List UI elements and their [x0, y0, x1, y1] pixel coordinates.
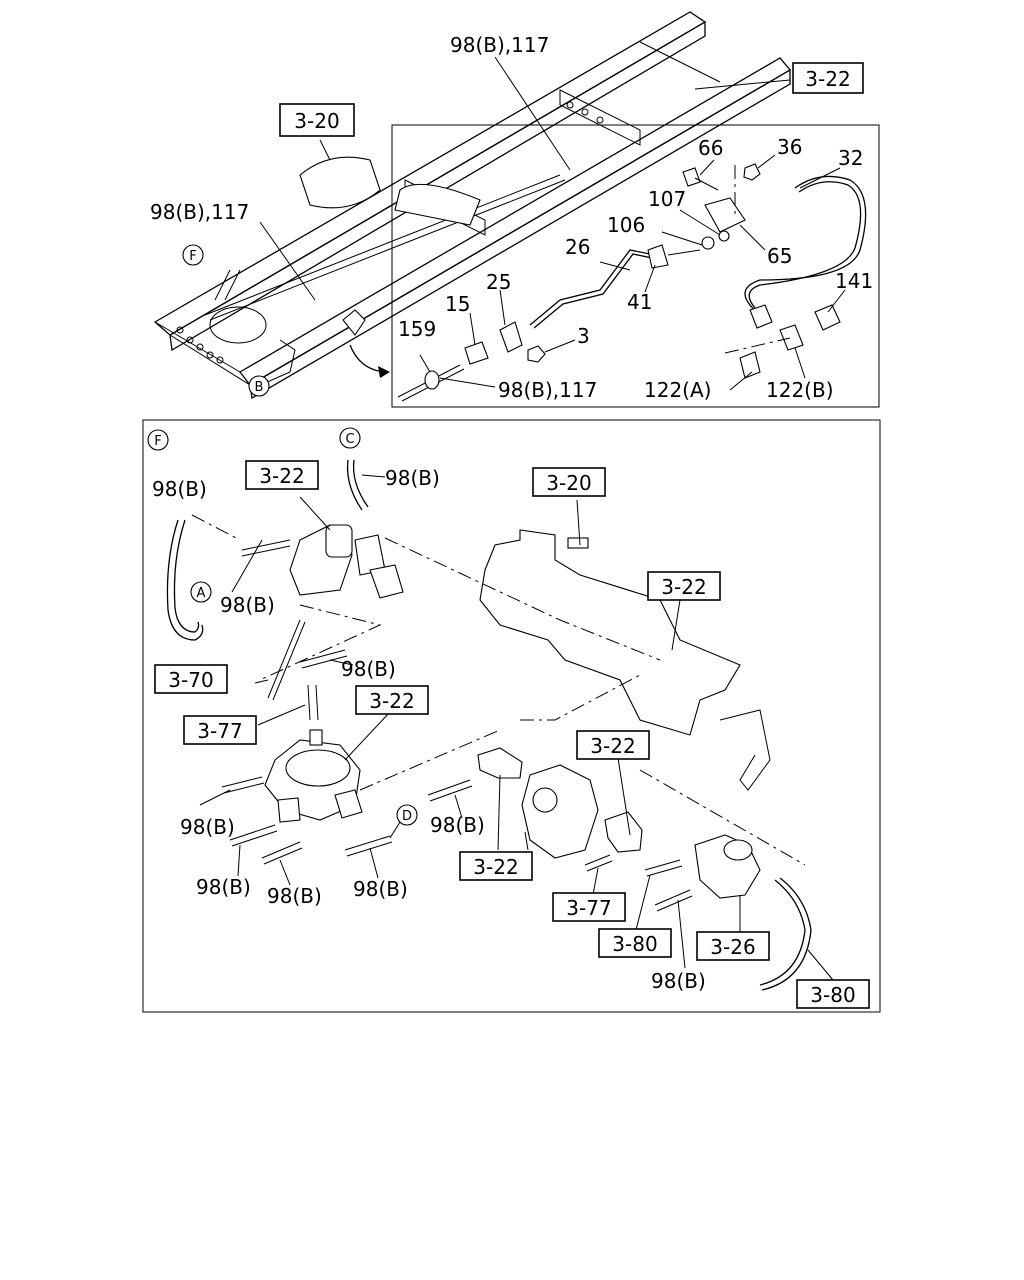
label-107: 107: [648, 187, 686, 211]
ref-box-3-22-e: 3-22: [459, 851, 533, 881]
bottom-detail-frame: [142, 419, 881, 1013]
ref-box-3-70: 3-70: [154, 664, 228, 694]
svg-text:3-77: 3-77: [197, 719, 242, 743]
ref-box-3-26: 3-26: [696, 931, 770, 961]
ref-box-3-80-b: 3-80: [796, 979, 870, 1009]
marker-a: A: [190, 581, 212, 603]
svg-text:F: F: [189, 249, 196, 264]
svg-text:A: A: [197, 586, 206, 601]
label-98b-117-left: 98(B),117: [150, 200, 249, 224]
arrow-head: [378, 366, 390, 378]
label-98b-117-top: 98(B),117: [450, 33, 549, 57]
svg-text:3-22: 3-22: [661, 575, 706, 599]
chassis-frame-illustration: [153, 11, 791, 400]
svg-text:3-22: 3-22: [369, 689, 414, 713]
svg-text:3-20: 3-20: [546, 471, 591, 495]
label-98b-117-bottom: 98(B),117: [498, 378, 597, 402]
label-36: 36: [777, 135, 802, 159]
top-detail-leaders: [419, 154, 846, 391]
label-26: 26: [565, 235, 590, 259]
label-98b-2: 98(B): [385, 466, 440, 490]
label-3: 3: [577, 324, 590, 348]
label-98b-6: 98(B): [430, 813, 485, 837]
svg-text:3-80: 3-80: [612, 932, 657, 956]
ref-box-3-77-a: 3-77: [183, 715, 257, 745]
svg-text:3-77: 3-77: [566, 896, 611, 920]
bottom-callout-labels: 98(B) 98(B) 98(B) 98(B) 98(B) 98(B) 98(B…: [152, 466, 706, 993]
svg-text:3-80: 3-80: [810, 983, 855, 1007]
top-leader-lines: [259, 56, 791, 384]
svg-text:3-22: 3-22: [590, 734, 635, 758]
ref-box-3-20-b: 3-20: [532, 467, 606, 497]
svg-text:3-22: 3-22: [473, 855, 518, 879]
label-41: 41: [627, 290, 652, 314]
top-detail-parts: [397, 163, 867, 402]
label-66: 66: [698, 136, 723, 160]
label-159: 159: [398, 317, 436, 341]
marker-f-top: F: [182, 244, 204, 266]
top-detail-frame: [391, 124, 880, 408]
label-122a: 122(A): [644, 378, 711, 402]
label-122b: 122(B): [766, 378, 834, 402]
label-98b-10: 98(B): [651, 969, 706, 993]
svg-text:C: C: [345, 432, 354, 447]
label-98b-3: 98(B): [220, 593, 275, 617]
svg-text:D: D: [402, 809, 412, 824]
label-65: 65: [767, 244, 792, 268]
label-15: 15: [445, 292, 470, 316]
ref-box-3-22-c: 3-22: [355, 685, 429, 715]
marker-c: C: [339, 427, 361, 449]
bottom-detail-leaders: [199, 474, 834, 981]
top-callout-labels: 98(B),117 98(B),117 98(B),117 66 36 32 1…: [150, 33, 873, 402]
bottom-detail-parts: [166, 459, 812, 991]
ref-box-3-20-top: 3-20: [279, 103, 355, 137]
label-141: 141: [835, 269, 873, 293]
svg-text:3-70: 3-70: [168, 668, 213, 692]
svg-text:3-20: 3-20: [294, 109, 339, 133]
svg-text:3-22: 3-22: [259, 464, 304, 488]
ref-box-3-77-b: 3-77: [552, 892, 626, 922]
label-98b-8: 98(B): [267, 884, 322, 908]
label-25: 25: [486, 270, 511, 294]
label-98b-4: 98(B): [341, 657, 396, 681]
marker-f-bottom: F: [147, 429, 169, 451]
label-98b-9: 98(B): [353, 877, 408, 901]
ref-box-3-22-d: 3-22: [576, 730, 650, 760]
ref-box-3-22-b: 3-22: [647, 571, 721, 601]
label-98b-5: 98(B): [180, 815, 235, 839]
marker-d: D: [396, 804, 418, 826]
label-98b-1: 98(B): [152, 477, 207, 501]
label-98b-7: 98(B): [196, 875, 251, 899]
ref-box-3-22-a: 3-22: [245, 460, 319, 490]
svg-text:B: B: [255, 380, 264, 395]
svg-text:3-26: 3-26: [710, 935, 755, 959]
marker-b: B: [248, 375, 270, 397]
svg-text:F: F: [154, 434, 161, 449]
ref-box-3-22-top: 3-22: [792, 62, 864, 94]
label-32: 32: [838, 146, 863, 170]
label-106: 106: [607, 213, 645, 237]
svg-text:3-22: 3-22: [805, 67, 850, 91]
ref-box-3-80-a: 3-80: [598, 928, 672, 958]
